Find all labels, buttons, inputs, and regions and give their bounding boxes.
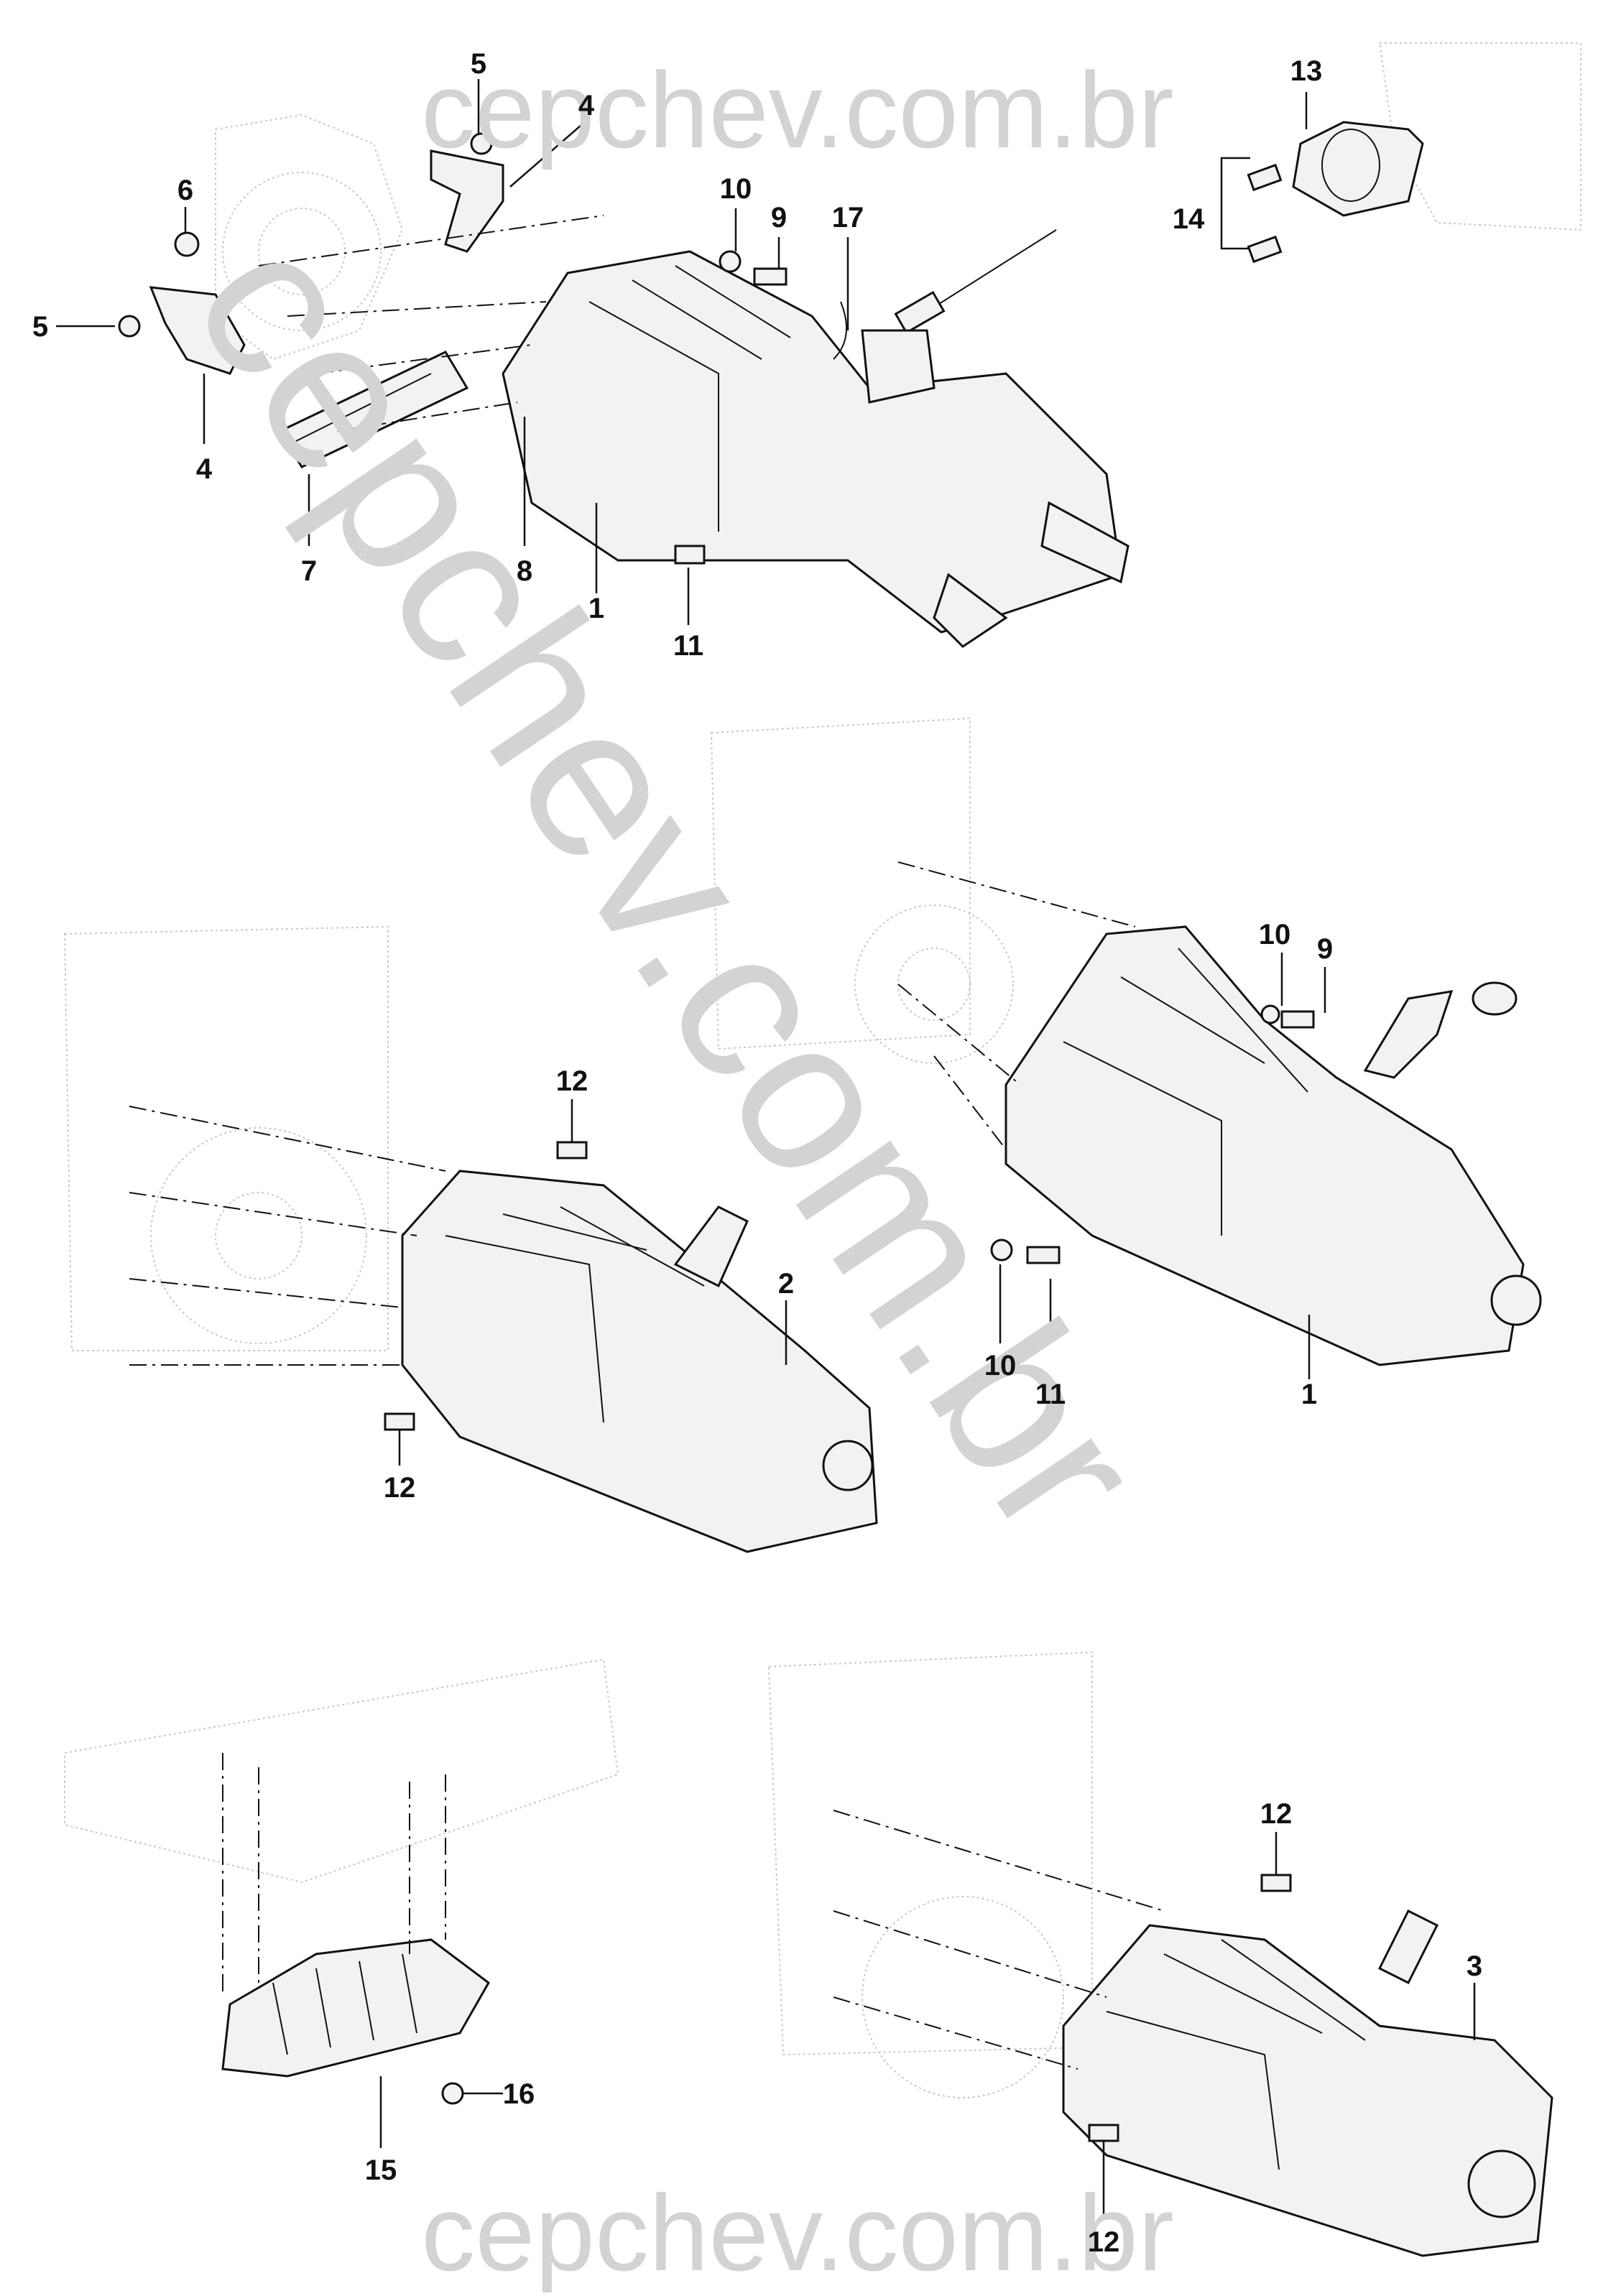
bracket-left	[149, 286, 246, 375]
callout-botleft-16: 16	[503, 2078, 535, 2110]
callout-top-5b: 5	[32, 311, 48, 343]
bracket-upper	[430, 149, 504, 253]
callout-top-1: 1	[588, 593, 604, 624]
callout-midleft-12b: 12	[384, 1472, 416, 1504]
callout-botright-12b: 12	[1088, 2226, 1120, 2258]
callout-botright-12a: 12	[1260, 1798, 1293, 1830]
watermark-top: cepchev.com.br	[421, 50, 1174, 170]
callout-top-7: 7	[301, 555, 317, 587]
callout-midleft-2: 2	[778, 1268, 794, 1300]
callout-top-5a: 5	[471, 48, 486, 80]
callout-top-4b: 4	[196, 453, 213, 485]
callout-cover-13: 13	[1290, 55, 1323, 87]
callout-top-6: 6	[177, 175, 193, 206]
middle-left-transmission	[129, 1099, 878, 1553]
callout-midleft-12a: 12	[556, 1065, 588, 1097]
callout-top-8: 8	[517, 555, 532, 587]
callout-top-4a: 4	[578, 90, 595, 121]
callout-cover-14: 14	[1173, 203, 1205, 235]
callout-botleft-15: 15	[365, 2154, 397, 2186]
callout-midright-10a: 10	[1259, 919, 1291, 950]
bottom-right-transmission	[833, 1810, 1553, 2257]
callout-top-17: 17	[832, 202, 864, 233]
callout-midright-9: 9	[1317, 933, 1333, 965]
background-engine-outlines	[63, 42, 1581, 2098]
top-small-parts	[118, 132, 847, 565]
callout-midright-1: 1	[1301, 1379, 1317, 1410]
top-transmission-assembly	[149, 149, 1130, 648]
watermark-bottom: cepchev.com.br	[421, 2172, 1174, 2293]
middle-right-transmission	[897, 861, 1542, 1379]
crossmember	[278, 351, 469, 468]
top-right-cover	[1220, 92, 1424, 264]
top-leaders	[56, 79, 849, 625]
callout-top-10: 10	[720, 173, 752, 205]
callout-botright-3: 3	[1467, 1950, 1482, 1982]
callout-top-11: 11	[673, 630, 703, 662]
callout-midright-11: 11	[1035, 1379, 1066, 1410]
callout-midright-10b: 10	[984, 1350, 1017, 1381]
bottom-left-skid-plate	[221, 1753, 503, 2148]
top-dash-lines	[258, 215, 604, 432]
callout-top-9: 9	[771, 202, 787, 233]
